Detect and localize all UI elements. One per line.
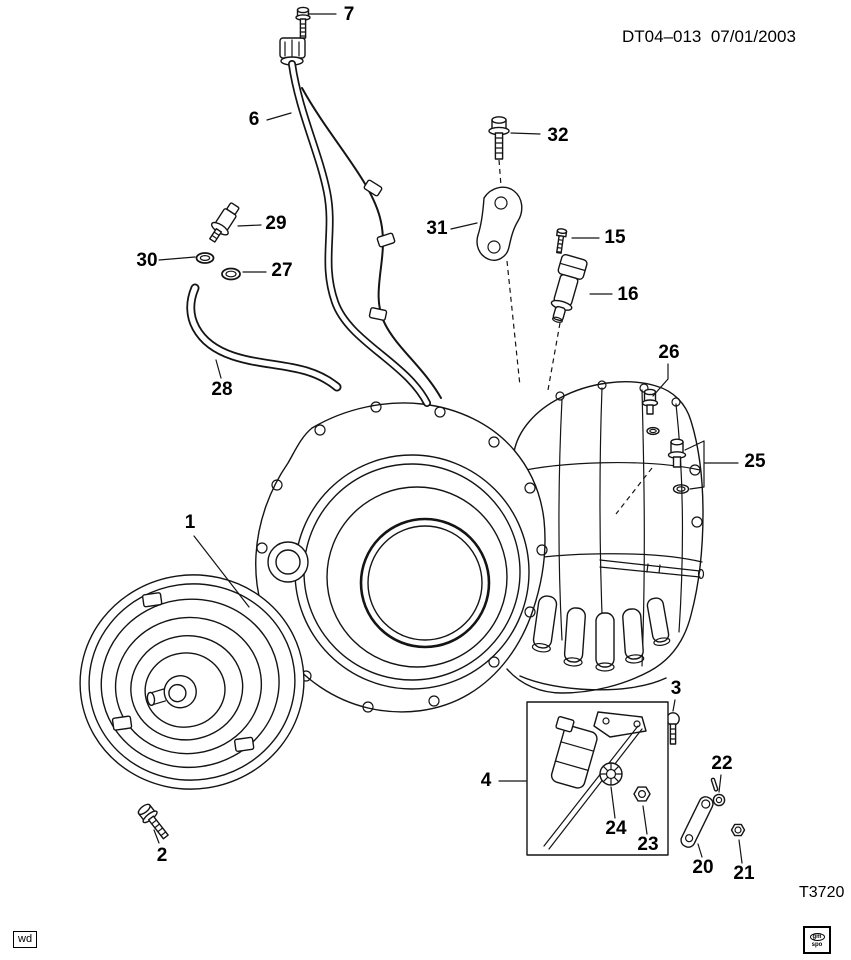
callout-28: 28 [211,379,233,400]
callout-4: 4 [480,770,492,791]
callout-16: 16 [617,284,639,305]
document-code: DT04–013 07/01/2003 [622,27,796,46]
manual-shaft [599,559,705,580]
bell-housing [255,401,548,713]
callout-30: 30 [136,250,158,271]
callout-2: 2 [156,845,168,866]
callout-25: 25 [744,451,766,472]
wiring-harness [301,87,442,399]
fitting-26 [641,388,659,415]
leader-lines [153,13,743,864]
assembly-box-4 [526,701,669,856]
callout-15: 15 [604,227,626,248]
callout-20: 20 [692,857,714,878]
callout-21: 21 [733,863,755,884]
solenoid-bank [531,595,671,672]
nut-21 [730,823,746,837]
torque-converter [79,574,305,790]
o-ring-27 [221,267,241,281]
figure-code: T3720 [799,884,845,901]
o-ring-25 [672,484,690,494]
gm-logo-text-top: gm [809,932,825,941]
washer-22 [710,777,726,807]
fitting-25 [667,438,687,468]
callout-29: 29 [265,213,287,234]
sensor-16 [550,253,588,323]
callout-27: 27 [271,260,293,281]
gm-logo-text-bottom: spo [811,941,823,948]
o-ring-30 [195,252,215,264]
callout-31: 31 [426,218,448,239]
callout-1: 1 [184,512,196,533]
callout-6: 6 [248,109,260,130]
bolt-15 [556,228,568,254]
bolt-32 [488,116,510,160]
callout-3: 3 [670,678,682,699]
callout-23: 23 [637,834,659,855]
callout-26: 26 [658,342,680,363]
gm-spo-logo: gm spo [803,926,831,954]
sensor-29 [209,202,240,243]
filler-tube [279,37,431,407]
bolt-7 [295,6,311,39]
vent-hose [186,283,342,392]
nut-23 [633,786,651,802]
o-ring-26 [646,426,660,436]
callout-7: 7 [343,4,355,25]
callout-24: 24 [605,818,627,839]
callout-22: 22 [711,753,733,774]
bracket-31 [476,186,523,261]
lever-20 [680,796,714,848]
wd-marker: wd [13,931,38,948]
bolt-2 [137,803,169,840]
callout-32: 32 [547,125,569,146]
transmission-case [491,380,705,694]
rosette-24 [599,762,623,786]
